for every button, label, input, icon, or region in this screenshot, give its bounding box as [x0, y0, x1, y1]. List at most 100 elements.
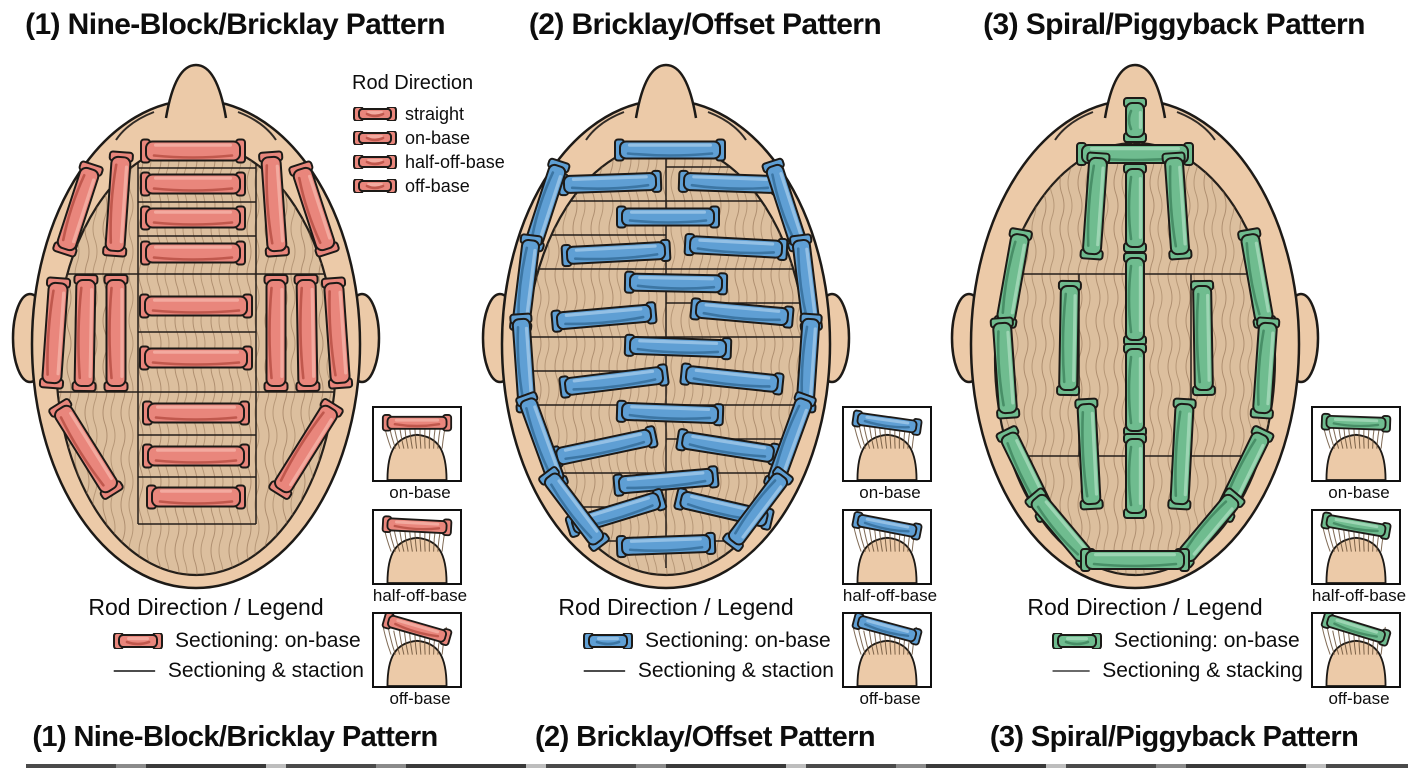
perm-rod	[616, 205, 720, 229]
head-diagram	[950, 63, 1320, 590]
perm-rod	[1320, 511, 1392, 540]
cropped-row-artifact	[26, 764, 1408, 768]
perm-rod	[623, 270, 729, 296]
perm-rod	[381, 614, 453, 646]
legend-label: Sectioning: on-base	[175, 629, 361, 652]
legend-label: Sectioning & stacking	[1102, 659, 1303, 682]
inset-illustration-box	[842, 406, 932, 482]
perm-rod	[288, 160, 340, 258]
perm-rod	[1056, 279, 1082, 397]
base-position-illustration	[851, 614, 923, 686]
forehead-crease	[707, 111, 747, 141]
scalp-mound	[386, 433, 448, 480]
rod-direction-item-label: off-base	[405, 175, 470, 196]
perm-rod	[263, 274, 289, 392]
inset-illustration-box	[372, 612, 462, 688]
perm-rod	[320, 276, 354, 390]
scalp-mound	[386, 639, 448, 686]
legend-label: Sectioning & staction	[167, 659, 364, 682]
section-line-icon	[1052, 670, 1090, 672]
inset-illustration-box	[372, 406, 462, 482]
perm-rod	[1123, 252, 1147, 346]
perm-rod	[381, 515, 453, 537]
legend-label: Sectioning: on-base	[1114, 629, 1300, 652]
perm-rod	[146, 484, 246, 510]
head-diagram	[11, 63, 381, 590]
perm-rod	[683, 232, 789, 262]
perm-rod	[381, 414, 453, 432]
scalp-mound	[1325, 433, 1387, 480]
rods-group	[509, 138, 823, 559]
legend-row-sectioning-on-base: Sectioning: on-base	[987, 626, 1303, 656]
base-position-insets: on-base half-off-base off-base	[1311, 406, 1407, 715]
rod-direction-item-label: straight	[405, 103, 465, 124]
inset-illustration-box	[1311, 612, 1401, 688]
bottom-legend-title: Rod Direction / Legend	[558, 594, 794, 620]
perm-rod	[989, 316, 1021, 420]
inset-off-base: off-base	[1311, 612, 1407, 709]
perm-rod	[1320, 614, 1392, 647]
rod-direction-item-label: on-base	[405, 127, 471, 148]
rod-swatch-icon	[583, 633, 633, 649]
panel-title-bottom: (2) Bricklay/Offset Pattern	[535, 721, 876, 753]
inset-caption: half-off-base	[842, 586, 938, 605]
perm-rod	[615, 531, 717, 559]
inset-illustration-box	[1311, 406, 1401, 482]
perm-rod	[71, 273, 99, 393]
legend-label: Sectioning & staction	[637, 659, 834, 682]
pattern-panel-spiral-piggyback: (3) Spiral/Piggyback Pattern on-base half-…	[939, 0, 1408, 768]
inset-off-base: off-base	[842, 612, 938, 709]
base-position-illustration	[851, 511, 923, 583]
perm-rod	[140, 138, 246, 164]
base-position-insets: on-base half-off-base off-base	[842, 406, 938, 715]
inset-off-base: off-base	[372, 612, 468, 709]
bottom-legend-title: Rod Direction / Legend	[1027, 594, 1263, 620]
inset-caption: half-off-base	[1311, 586, 1407, 605]
inset-caption: on-base	[859, 483, 921, 502]
inset-on-base: on-base	[372, 406, 468, 503]
nose	[164, 63, 228, 119]
forehead-crease	[1054, 111, 1094, 141]
perm-rod	[1161, 151, 1193, 261]
perm-rod	[258, 150, 290, 258]
perm-rod	[515, 391, 569, 491]
perm-rod	[140, 171, 246, 197]
legend-row-sectioning-on-base: Sectioning: on-base	[48, 626, 364, 656]
inset-caption: off-base	[389, 689, 451, 708]
inset-on-base: on-base	[1311, 406, 1407, 503]
perm-rod	[140, 205, 246, 231]
perm-rod	[102, 150, 134, 258]
rod-icon	[353, 155, 397, 169]
inset-illustration-box	[372, 509, 462, 585]
base-position-illustration	[1320, 511, 1392, 583]
perm-rod	[268, 398, 344, 500]
perm-rod	[521, 157, 571, 253]
inset-illustration-box	[842, 612, 932, 688]
perm-rod	[679, 362, 785, 396]
scalp-mound	[856, 433, 918, 480]
perm-rod	[558, 363, 670, 399]
perm-rod	[48, 398, 124, 500]
inset-caption: on-base	[1328, 483, 1390, 502]
legend-label: Sectioning: on-base	[645, 629, 831, 652]
perm-rod	[1190, 279, 1216, 397]
base-position-illustration	[851, 409, 923, 480]
rod-direction-item: on-base	[352, 126, 505, 150]
perm-rod	[353, 155, 397, 169]
perm-rod	[353, 131, 397, 145]
perm-rod	[1074, 397, 1104, 511]
perm-rod	[550, 301, 658, 333]
perm-rod	[139, 293, 253, 319]
perm-rod	[851, 409, 923, 436]
inset-illustration-box	[842, 509, 932, 585]
rod-direction-item: off-base	[352, 174, 505, 198]
pattern-panel-bricklay-offset: (2) Bricklay/Offset Pattern on-base half-o…	[470, 0, 940, 768]
rods-group	[38, 138, 354, 510]
panel-title-bottom: (3) Spiral/Piggyback Pattern	[989, 721, 1359, 753]
perm-rod	[689, 297, 795, 329]
perm-rod	[1080, 548, 1190, 572]
rod-direction-legend-title: Rod Direction	[352, 72, 474, 94]
